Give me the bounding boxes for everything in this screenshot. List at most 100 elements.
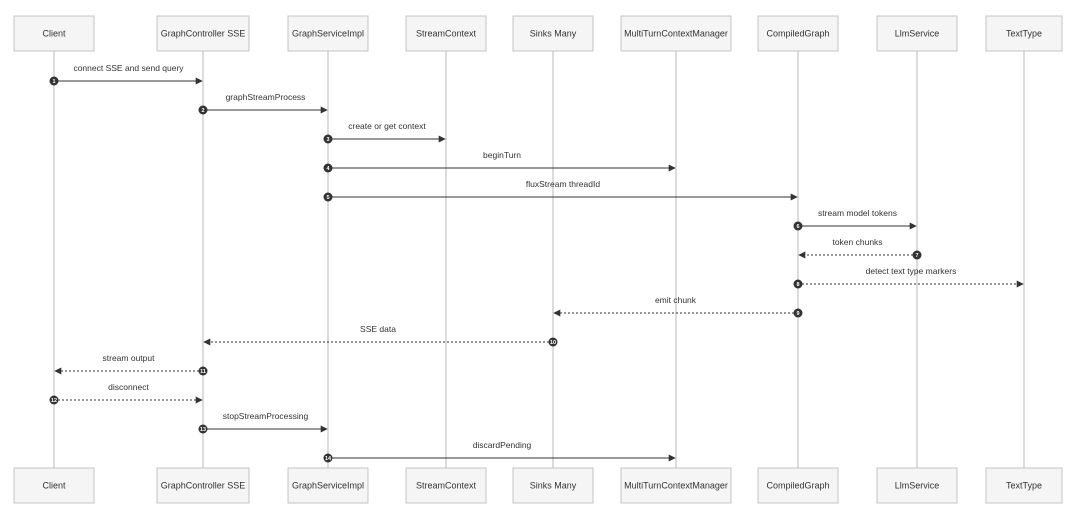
sequence-number-badge	[323, 163, 333, 173]
actor-box-bottom: MultiTurnContextManager	[620, 467, 732, 504]
actor-box	[287, 467, 369, 504]
actor-label: Client	[42, 29, 66, 39]
message-label: beginTurn	[483, 150, 521, 160]
sequence-number-badge	[323, 134, 333, 144]
actor-box	[876, 467, 958, 504]
message-label: stream model tokens	[818, 208, 897, 218]
sequence-number: 1	[52, 79, 55, 85]
sequence-number: 12	[51, 398, 57, 404]
sequence-number: 5	[326, 195, 329, 201]
message-label: stopStreamProcessing	[223, 411, 309, 421]
actor-box-bottom: GraphServiceImpl	[287, 467, 369, 504]
actor-box-top: GraphController SSE	[156, 15, 250, 52]
sequence-number: 9	[796, 311, 799, 317]
actor-box	[620, 467, 732, 504]
actor-label: LlmService	[895, 481, 940, 491]
actor-box	[876, 15, 958, 52]
message-label: disconnect	[108, 382, 149, 392]
message-label: stream output	[103, 353, 156, 363]
actor-label: CompiledGraph	[766, 29, 829, 39]
sequence-number-badge	[198, 424, 208, 434]
actor-box-bottom: Sinks Many	[512, 467, 594, 504]
actor-box-bottom: LlmService	[876, 467, 958, 504]
sequence-number: 10	[550, 340, 556, 346]
actor-label: MultiTurnContextManager	[624, 481, 728, 491]
actor-label: Sinks Many	[530, 29, 577, 39]
actor-label: MultiTurnContextManager	[624, 29, 728, 39]
sequence-number: 11	[200, 369, 206, 375]
message: detect text type markers 8	[793, 266, 1024, 289]
message-label: detect text type markers	[866, 266, 957, 276]
actor-box-top: MultiTurnContextManager	[620, 15, 732, 52]
actor-box	[757, 15, 839, 52]
sequence-number-badge	[49, 395, 59, 405]
actor-label: CompiledGraph	[766, 481, 829, 491]
message: stream model tokens 6	[793, 208, 917, 231]
actor-box	[156, 15, 250, 52]
actor-label: StreamContext	[416, 481, 477, 491]
actor-box	[985, 15, 1063, 52]
message: connect SSE and send query 1	[49, 63, 203, 86]
actor-box	[405, 15, 487, 52]
actor-box	[13, 15, 95, 52]
sequence-number-badge	[548, 337, 558, 347]
message-label: discardPending	[473, 440, 532, 450]
actor-box-top: Client	[13, 15, 95, 52]
message-label: create or get context	[348, 121, 426, 131]
actor-label: GraphController SSE	[161, 481, 246, 491]
sequence-number: 13	[200, 427, 206, 433]
actor-label: GraphController SSE	[161, 29, 246, 39]
actor-box	[512, 467, 594, 504]
message: stopStreamProcessing 13	[198, 411, 328, 434]
actor-box-bottom: TextType	[985, 467, 1063, 504]
sequence-number-badge	[793, 279, 803, 289]
actor-box	[287, 15, 369, 52]
sequence-number: 6	[796, 224, 799, 230]
sequence-number: 2	[201, 108, 204, 114]
actor-box-bottom: CompiledGraph	[757, 467, 839, 504]
sequence-number-badge	[198, 366, 208, 376]
sequence-number: 3	[326, 137, 329, 143]
actor-box	[512, 15, 594, 52]
actor-label: LlmService	[895, 29, 940, 39]
actor-box-top: StreamContext	[405, 15, 487, 52]
message: discardPending 14	[323, 440, 676, 463]
actor-box	[620, 15, 732, 52]
actor-box-top: GraphServiceImpl	[287, 15, 369, 52]
actor-box	[757, 467, 839, 504]
message-label: connect SSE and send query	[73, 63, 184, 73]
sequence-number: 14	[325, 456, 332, 462]
actor-box-top: Sinks Many	[512, 15, 594, 52]
sequence-number-badge	[198, 105, 208, 115]
actor-label: TextType	[1006, 481, 1042, 491]
sequence-number-badge	[793, 308, 803, 318]
sequence-number-badge	[323, 192, 333, 202]
message: stream output 11	[54, 353, 208, 376]
actor-box-bottom: GraphController SSE	[156, 467, 250, 504]
message-label: SSE data	[360, 324, 396, 334]
actor-box-top: LlmService	[876, 15, 958, 52]
message-label: graphStreamProcess	[226, 92, 306, 102]
sequence-number: 8	[796, 282, 799, 288]
actor-label: GraphServiceImpl	[292, 481, 364, 491]
sequence-number-badge	[912, 250, 922, 260]
message: graphStreamProcess 2	[198, 92, 328, 115]
message: SSE data 10	[203, 324, 558, 347]
sequence-number-badge	[323, 453, 333, 463]
actor-label: TextType	[1006, 29, 1042, 39]
actor-box-bottom: Client	[13, 467, 95, 504]
message: create or get context 3	[323, 121, 446, 144]
message-label: token chunks	[832, 237, 882, 247]
actor-box-top: TextType	[985, 15, 1063, 52]
actor-box	[13, 467, 95, 504]
actor-box-top: CompiledGraph	[757, 15, 839, 52]
actor-box	[156, 467, 250, 504]
actor-label: StreamContext	[416, 29, 477, 39]
sequence-number-badge	[793, 221, 803, 231]
actor-box-bottom: StreamContext	[405, 467, 487, 504]
